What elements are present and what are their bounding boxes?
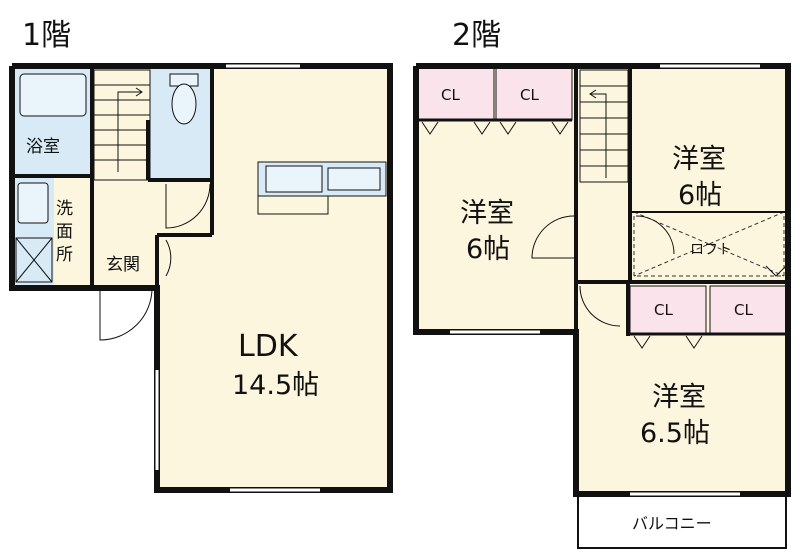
floor2-title: 2階	[452, 18, 501, 53]
closet-left-2	[495, 67, 573, 121]
closet-bottom-2	[709, 285, 787, 335]
left-room-door-swing	[531, 215, 575, 259]
entrance-label: 玄関	[106, 255, 140, 275]
floor1-plan: 浴室 洗 面 所 玄関 LDK 14.5帖	[9, 63, 393, 493]
washroom-label-1: 洗	[56, 199, 73, 219]
closet-top-rail-door	[765, 265, 787, 277]
floor2-floor-topright	[632, 66, 788, 282]
room-bottom-name-label: 洋室	[652, 382, 706, 413]
room-left-size-label: 6帖	[466, 234, 510, 265]
room-topright-name-label: 洋室	[672, 144, 726, 175]
closet-left-1-door	[421, 121, 439, 135]
closet-bottom-1-door	[633, 335, 651, 349]
room-bottom-size-label: 6.5帖	[640, 418, 710, 449]
room-left-name-label: 洋室	[460, 198, 514, 229]
ldk-size-label: 14.5帖	[232, 370, 319, 401]
bathtub-icon	[19, 73, 87, 117]
loft-label: ロフト	[690, 242, 732, 258]
toilet-door-swing	[165, 183, 211, 229]
washing-machine-cross2	[15, 237, 53, 283]
washbasin-icon	[17, 182, 49, 224]
closet-left-2-door	[499, 121, 517, 135]
entrance-door-swing	[99, 287, 153, 341]
closet-bottom-2-label: CL	[734, 301, 753, 319]
toilet-bowl-icon	[171, 83, 197, 125]
stairs-floor2	[579, 69, 629, 183]
floor2-plan: CL CL CL CL 洋室 6帖 洋室 6帖 ロフト 洋室 6.5帖 バルコニ…	[413, 63, 791, 549]
closet-left-2-door-b	[551, 121, 569, 135]
floor1-ldk-lower-fill	[157, 200, 390, 490]
topright-door-swing	[635, 215, 675, 255]
ldk-name-label: LDK	[238, 329, 299, 364]
washroom-label-3: 所	[56, 245, 73, 265]
closet-left-1-door-b	[473, 121, 491, 135]
loft-diag-1	[633, 211, 785, 277]
closet-left-2-label: CL	[520, 86, 539, 104]
closet-bottom-1-door-b	[685, 335, 703, 349]
ldk-door-swing	[165, 239, 172, 277]
washing-machine-icon	[15, 237, 53, 283]
floor1-outer-wall	[9, 63, 393, 493]
floor2-outer-wall	[413, 63, 791, 497]
room-topright-size-label: 6帖	[678, 180, 722, 211]
closet-left-1-label: CL	[441, 86, 460, 104]
balcony-label: バルコニー	[632, 514, 712, 533]
loft-diag-2	[633, 211, 785, 277]
closet-bottom-1-label: CL	[654, 301, 673, 319]
bottom-room-door-swing	[579, 285, 621, 327]
stairs-floor1	[93, 69, 151, 181]
washroom-label-2: 面	[56, 222, 73, 242]
kitchen-counter	[257, 161, 387, 215]
floor1-title: 1階	[22, 18, 71, 53]
loft-area	[633, 211, 785, 277]
bath-label: 浴室	[26, 137, 60, 157]
balcony	[577, 495, 787, 549]
